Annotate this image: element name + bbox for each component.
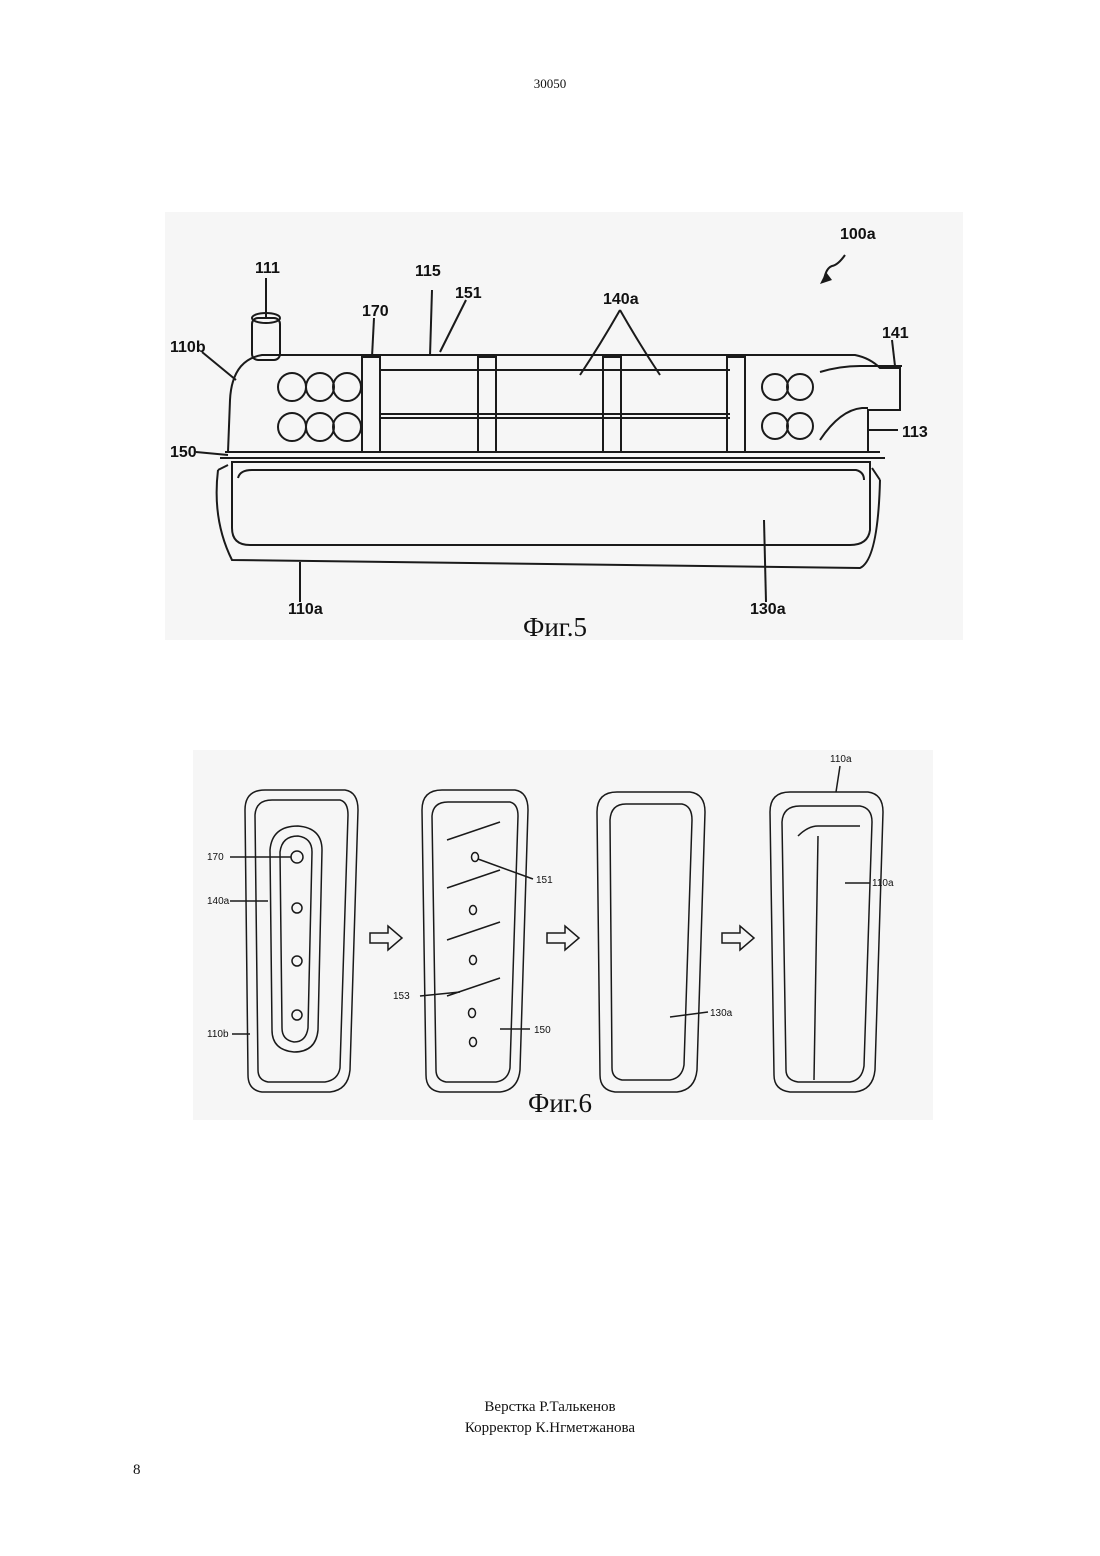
label-150: 150 bbox=[170, 444, 197, 461]
label-170: 170 bbox=[362, 303, 389, 320]
figure-5-background bbox=[165, 212, 963, 640]
label-100a: 100a bbox=[840, 226, 876, 243]
label-140a: 140a bbox=[603, 291, 639, 308]
fig6-label-130a: 130a bbox=[710, 1008, 733, 1019]
fig6-label-110a-top: 110a bbox=[830, 754, 852, 765]
figure-5-caption: Фиг.5 bbox=[523, 612, 587, 643]
layout-credit: Верстка Р.Талькенов bbox=[0, 1397, 1100, 1418]
fig6-label-150: 150 bbox=[534, 1025, 551, 1036]
label-113: 113 bbox=[902, 424, 928, 441]
figure-6-caption: Фиг.6 bbox=[528, 1088, 592, 1119]
fig6-label-151: 151 bbox=[536, 875, 553, 886]
fig6-label-170: 170 bbox=[207, 852, 224, 863]
fig6-label-110a-side: 110a bbox=[872, 878, 894, 889]
label-115: 115 bbox=[415, 263, 441, 280]
figure-6-drawing: 170 140a 110b 151 153 150 130a 110a 110a bbox=[0, 740, 1100, 1130]
label-110a: 110a bbox=[288, 601, 323, 618]
fig6-label-140a: 140a bbox=[207, 896, 230, 907]
label-141: 141 bbox=[882, 325, 909, 342]
fig6-label-110b: 110b bbox=[207, 1029, 229, 1040]
label-111: 111 bbox=[255, 260, 280, 277]
fig6-label-153: 153 bbox=[393, 991, 410, 1002]
label-110b: 110b bbox=[170, 339, 206, 356]
credits: Верстка Р.Талькенов Корректор К.Нгметжан… bbox=[0, 1397, 1100, 1439]
label-130a: 130a bbox=[750, 601, 786, 618]
figure-5-drawing: 100a 111 115 151 140a 170 110b 141 150 1… bbox=[0, 0, 1100, 700]
label-151: 151 bbox=[455, 285, 482, 302]
proof-credit: Корректор К.Нгметжанова bbox=[0, 1418, 1100, 1439]
page-number: 8 bbox=[133, 1462, 141, 1479]
